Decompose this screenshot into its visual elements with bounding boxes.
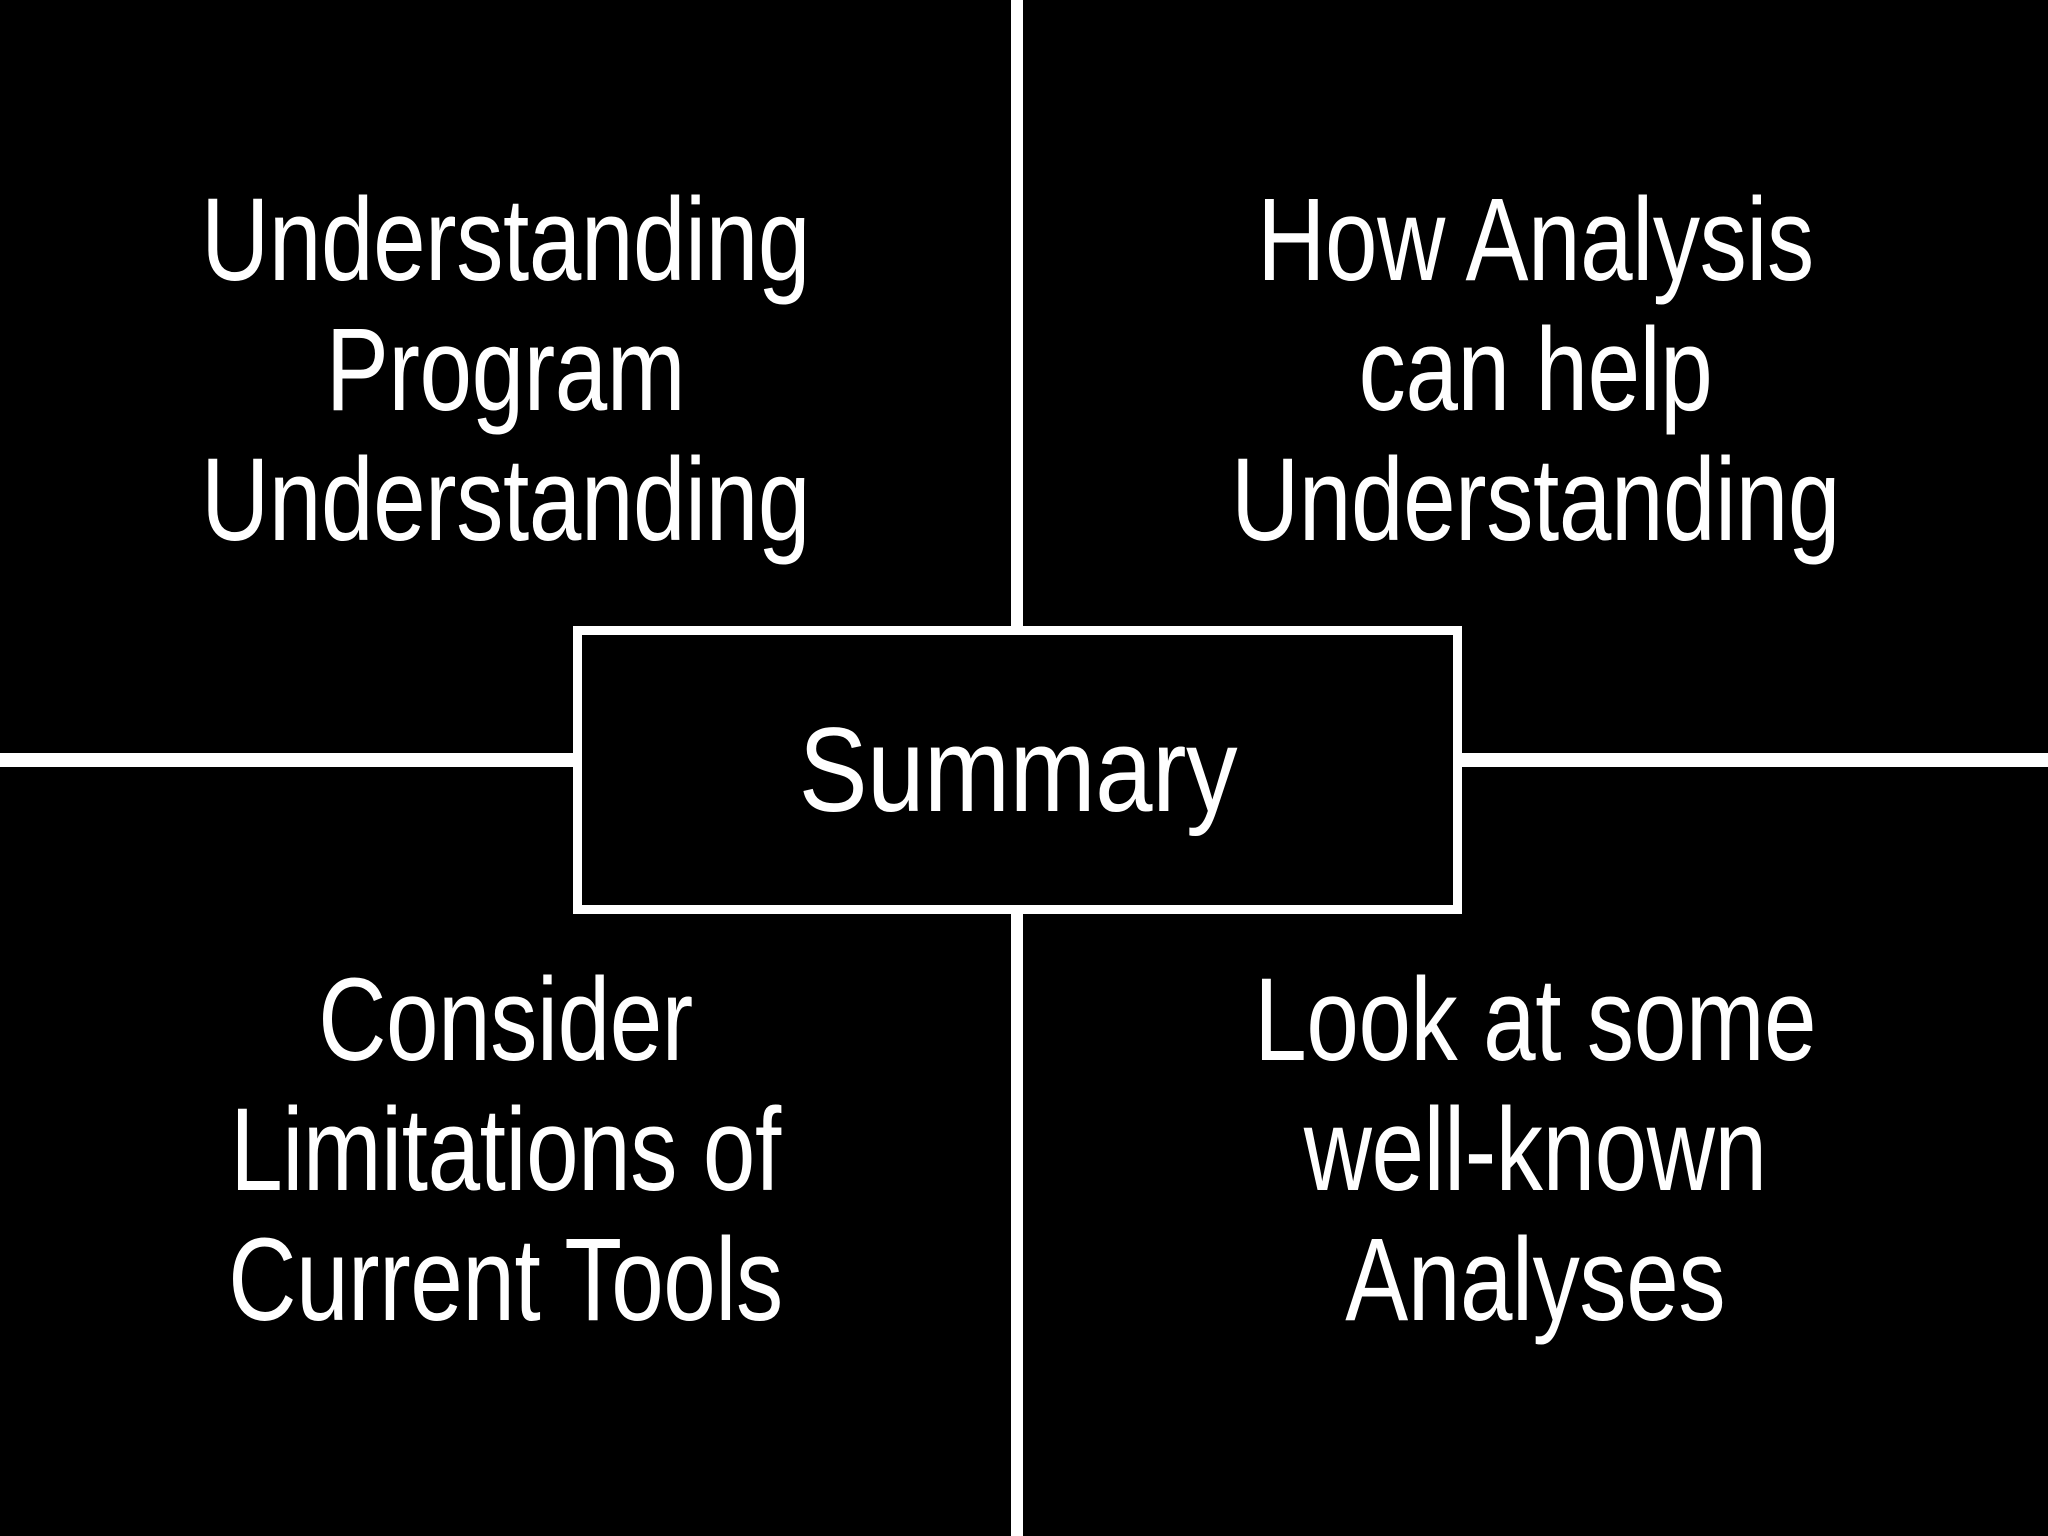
quadrant-bottom-right[interactable]: Look at some well-known Analyses bbox=[1023, 900, 2048, 1400]
quadrant-bottom-right-line-2: well-known bbox=[1304, 1084, 1767, 1216]
quadrant-top-right[interactable]: How Analysis can help Understanding bbox=[1023, 60, 2048, 680]
quadrant-top-left-line-1: Understanding bbox=[201, 174, 810, 306]
center-summary-box[interactable]: Summary bbox=[573, 626, 1462, 914]
quadrant-top-right-text: How Analysis can help Understanding bbox=[1231, 175, 1840, 565]
quadrant-top-right-line-1: How Analysis bbox=[1257, 174, 1814, 306]
quadrant-bottom-left-line-1: Consider bbox=[318, 954, 693, 1086]
quadrant-top-left-text: Understanding Program Understanding bbox=[201, 175, 810, 565]
quadrant-bottom-right-text: Look at some well-known Analyses bbox=[1255, 955, 1817, 1345]
center-box-label: Summary bbox=[798, 703, 1237, 837]
quadrant-top-right-line-2: can help bbox=[1358, 304, 1713, 436]
quadrant-bottom-right-line-3: Analyses bbox=[1345, 1214, 1726, 1346]
quadrant-bottom-left[interactable]: Consider Limitations of Current Tools bbox=[0, 900, 1011, 1400]
quadrant-top-left-line-3: Understanding bbox=[201, 434, 810, 566]
quadrant-bottom-left-line-3: Current Tools bbox=[228, 1214, 783, 1346]
quadrant-top-left-line-2: Program bbox=[325, 304, 686, 436]
quadrant-top-right-line-3: Understanding bbox=[1231, 434, 1840, 566]
quadrant-bottom-left-line-2: Limitations of bbox=[230, 1084, 781, 1216]
quadrant-bottom-left-text: Consider Limitations of Current Tools bbox=[228, 954, 783, 1346]
quadrant-bottom-right-line-1: Look at some bbox=[1254, 954, 1817, 1086]
quadrant-top-left[interactable]: Understanding Program Understanding bbox=[0, 60, 1011, 680]
